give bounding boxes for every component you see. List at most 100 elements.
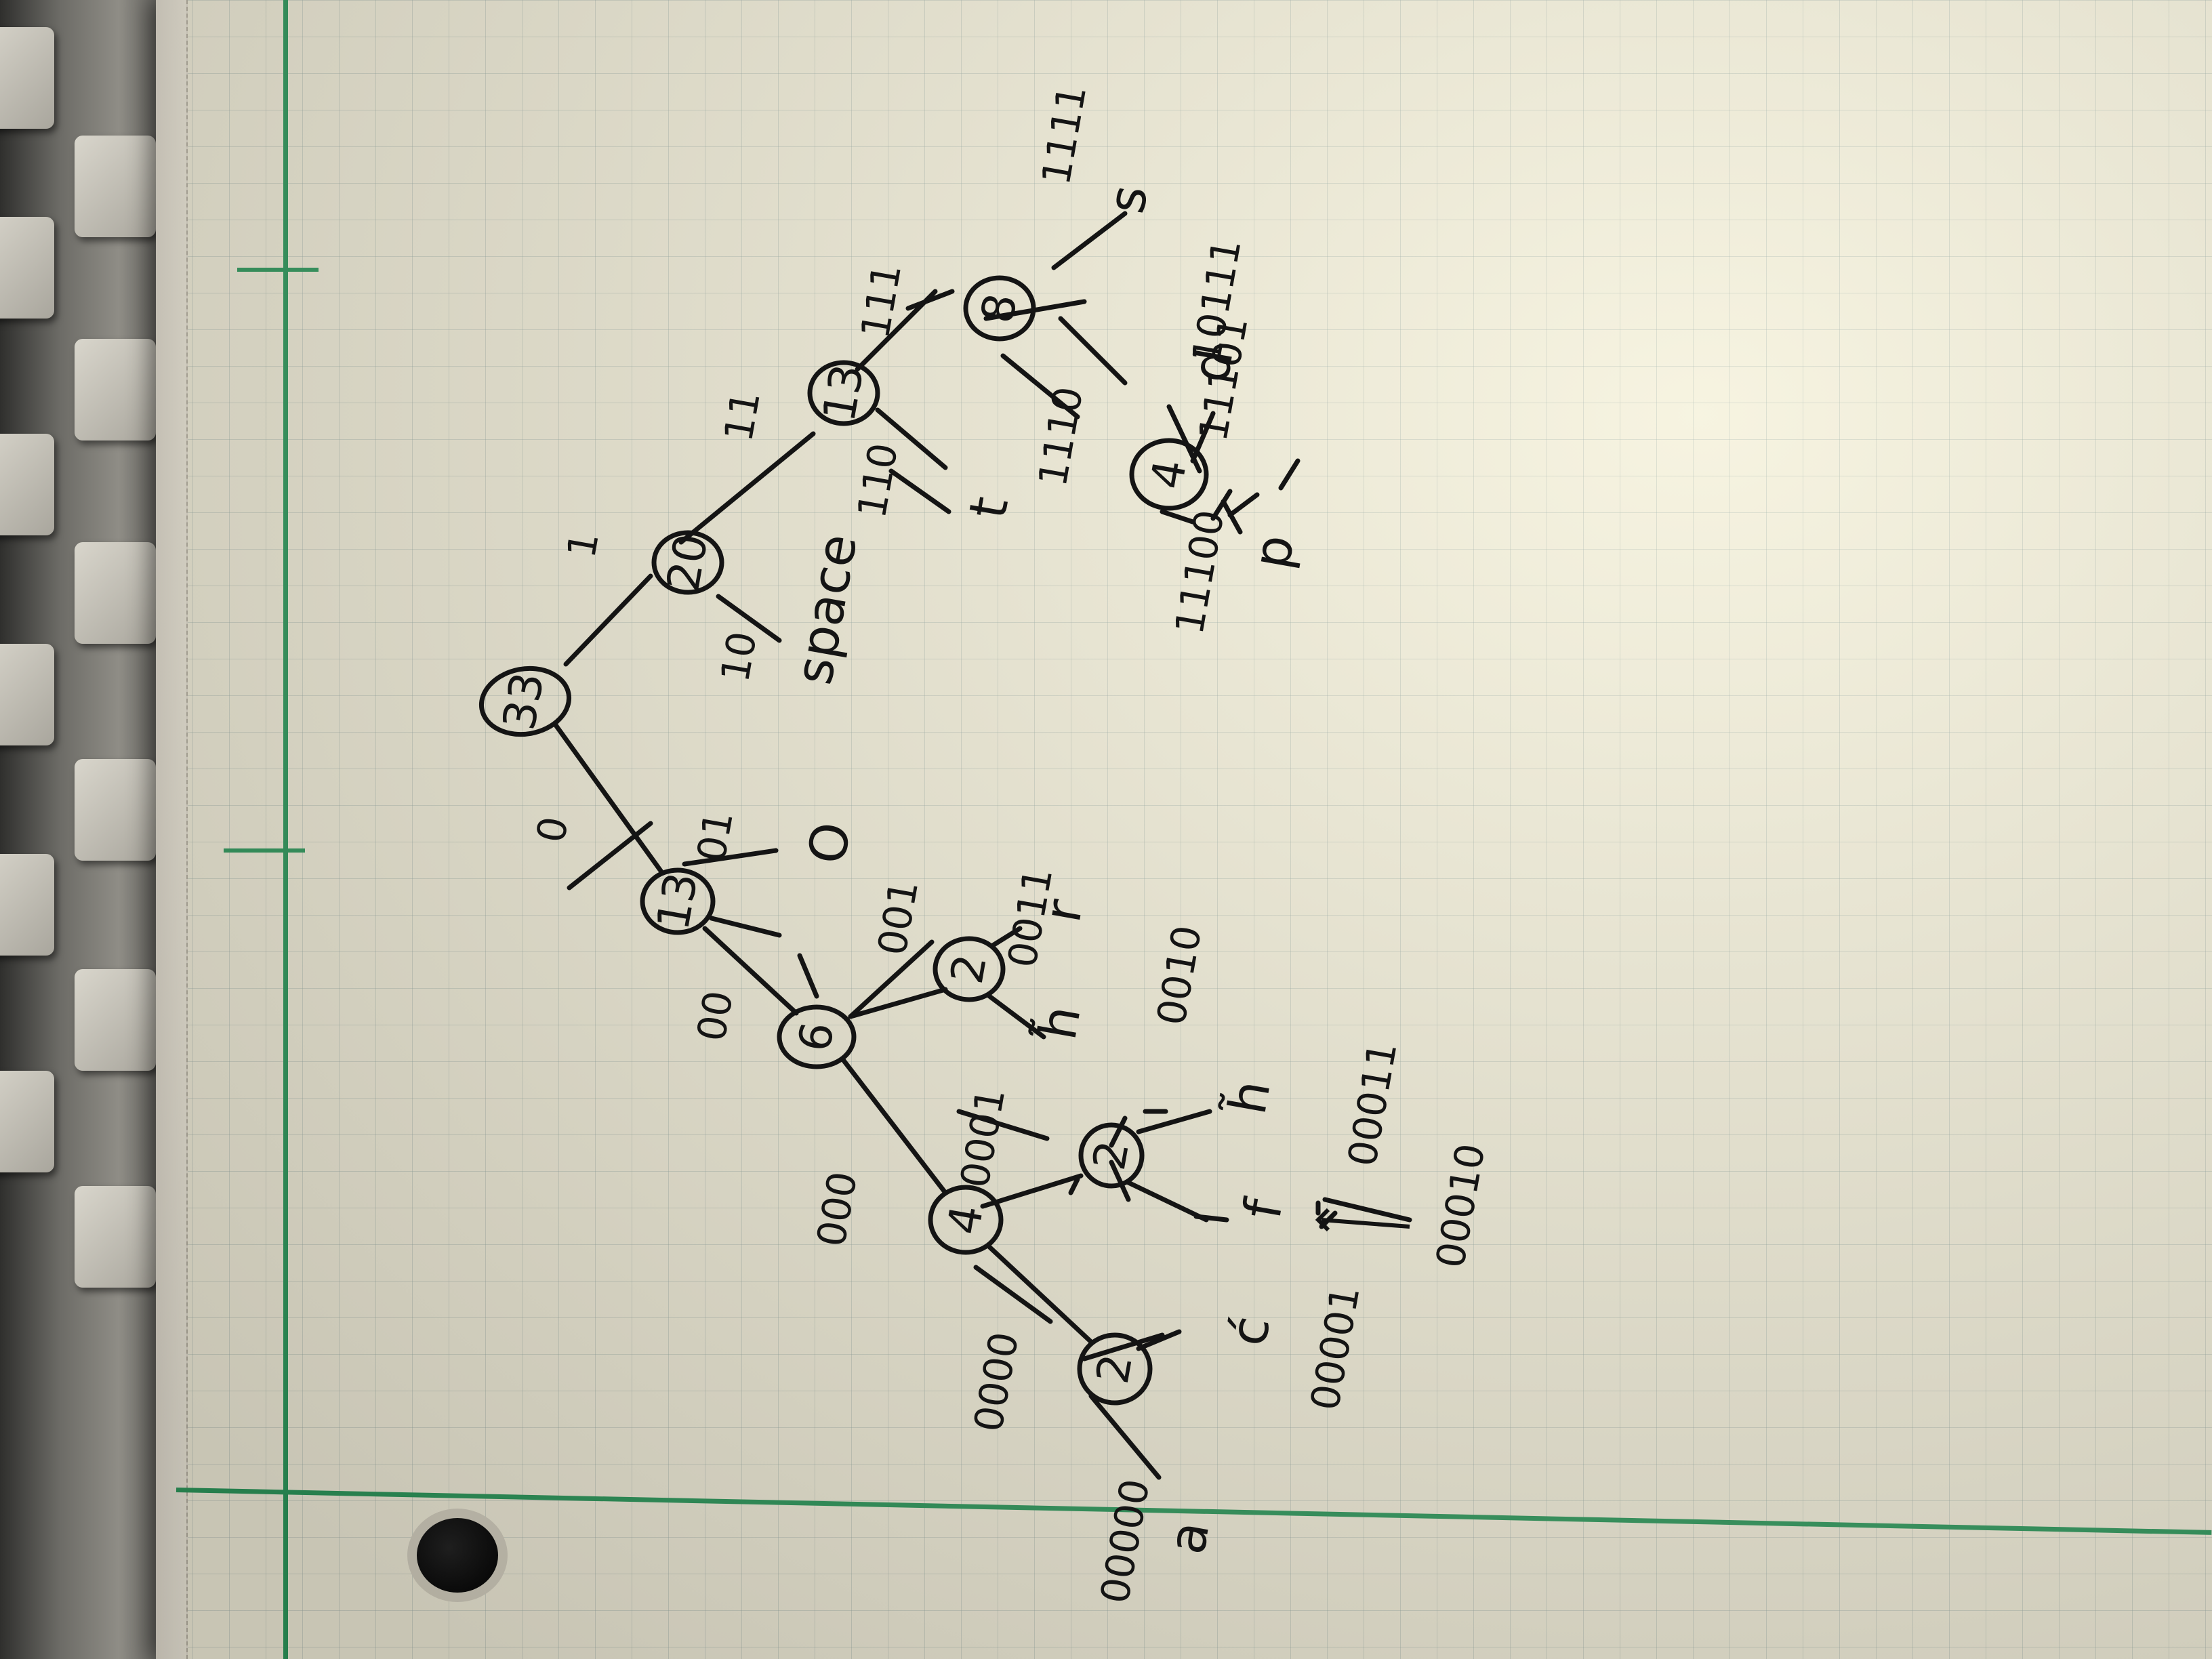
tree-node-circle: [1129, 438, 1209, 511]
code-label: 0011: [999, 865, 1062, 971]
tree-edge: [973, 1265, 1053, 1324]
margin-tick: [237, 268, 319, 272]
tree-node-circle: [1077, 1332, 1153, 1406]
tree-node-circle: [651, 530, 724, 595]
node-label: 8: [971, 290, 1027, 327]
tree-edge: [956, 1109, 1050, 1141]
paper-binding-edge: [156, 0, 188, 1659]
tree-node-circle: [478, 665, 572, 737]
code-label: 110: [848, 440, 907, 522]
node-label: 33: [493, 669, 554, 734]
code-label: 00000: [1092, 1475, 1159, 1607]
code-label: 11100: [1166, 506, 1233, 638]
tree-edge: [1221, 499, 1243, 535]
tree-edge: [1126, 1180, 1209, 1223]
code-label: 1111: [1033, 82, 1096, 188]
leaf-label: ć: [1217, 1312, 1282, 1351]
tree-edge: [1227, 492, 1260, 518]
tree-edge: [1190, 411, 1216, 464]
tree-edge: [709, 916, 782, 938]
annotation-arrow: [1321, 1218, 1410, 1229]
tree-edge: [1278, 458, 1300, 491]
tree-edge: [848, 987, 948, 1019]
tree-edge: [678, 431, 816, 545]
code-label: 00010: [1427, 1140, 1494, 1271]
tree-edge: [1068, 1176, 1080, 1195]
tree-node-circle: [777, 1004, 857, 1069]
tree-node-circle: [963, 275, 1036, 342]
tree-edge: [1322, 1197, 1412, 1223]
tree-node-circle: [928, 1185, 1004, 1255]
tree-edge: [841, 1058, 948, 1195]
annotation-arrowhead: [1315, 1208, 1330, 1232]
tree-edge: [1136, 1329, 1182, 1351]
code-label: 00011: [1339, 1038, 1406, 1170]
tree-edge: [567, 821, 653, 890]
code-label: 1: [558, 529, 607, 561]
leaf-label: a: [1156, 1517, 1221, 1558]
keyboard-key: [75, 1186, 156, 1288]
keyboard-key: [75, 759, 156, 861]
node-label: 6: [788, 1019, 844, 1056]
tree-edge: [1210, 489, 1233, 521]
leaf-label: h̃: [1216, 1076, 1282, 1120]
tree-edge: [1088, 1393, 1162, 1480]
tree-edge: [1109, 1115, 1128, 1148]
leaf-label: h̃: [1027, 1001, 1092, 1046]
node-label: 2: [1086, 1351, 1143, 1388]
tree-edge: [905, 289, 955, 311]
tree-edge: [553, 722, 663, 874]
tree-edge: [563, 573, 653, 667]
keyboard-key: [0, 27, 54, 129]
node-label: 20: [657, 530, 718, 595]
code-label: 0001: [951, 1085, 1015, 1191]
keyboard-key: [0, 854, 54, 956]
keyboard-key: [75, 542, 156, 644]
tree-edge: [848, 939, 935, 1019]
code-label: 11: [715, 388, 769, 445]
leaf-label: f: [1231, 1193, 1294, 1223]
tree-edge: [702, 926, 799, 1016]
tree-edge: [1193, 1214, 1229, 1223]
code-label: 001: [869, 877, 927, 959]
tree-edge: [1058, 316, 1128, 386]
leaf-label: space: [783, 529, 868, 689]
code-label: 10: [712, 628, 766, 685]
code-label: 111: [852, 260, 910, 342]
tree-edge: [682, 848, 779, 867]
keyboard-key: [0, 217, 54, 319]
code-label: 01: [688, 808, 742, 865]
keyboard-key: [75, 339, 156, 441]
node-label: 13: [813, 361, 874, 426]
code-label: 00: [688, 987, 742, 1044]
node-label: 4: [1141, 456, 1197, 493]
tree-edge: [1000, 353, 1080, 419]
keyboard-key: [0, 1071, 54, 1172]
code-label: 0000: [965, 1329, 1028, 1435]
tree-edge: [987, 994, 1046, 1040]
keyboard-background: [0, 0, 169, 1659]
node-label: 2: [941, 951, 997, 988]
tree-node-circle: [807, 360, 880, 426]
code-label: 00001: [1302, 1282, 1369, 1414]
leaf-label: t: [957, 492, 1020, 523]
leaf-label: O: [796, 818, 863, 868]
tree-edge: [875, 407, 948, 470]
code-label: 000: [808, 1168, 866, 1250]
keyboard-key: [0, 434, 54, 535]
tree-edge: [980, 1173, 1084, 1209]
graph-paper: [156, 0, 2212, 1659]
tree-edge: [990, 926, 1023, 948]
punch-hole: [417, 1518, 498, 1593]
keyboard-key: [0, 644, 54, 745]
node-label: 2: [1083, 1137, 1139, 1174]
tree-edge: [888, 468, 951, 514]
tree-edge: [987, 1244, 1094, 1345]
tree-edge: [1082, 1332, 1165, 1361]
tree-edge: [1051, 211, 1128, 270]
tree-node-circle: [1078, 1122, 1145, 1189]
tree-edge: [716, 594, 782, 643]
leaf-label: s: [1095, 181, 1160, 218]
code-label: 0010: [1148, 922, 1211, 1029]
